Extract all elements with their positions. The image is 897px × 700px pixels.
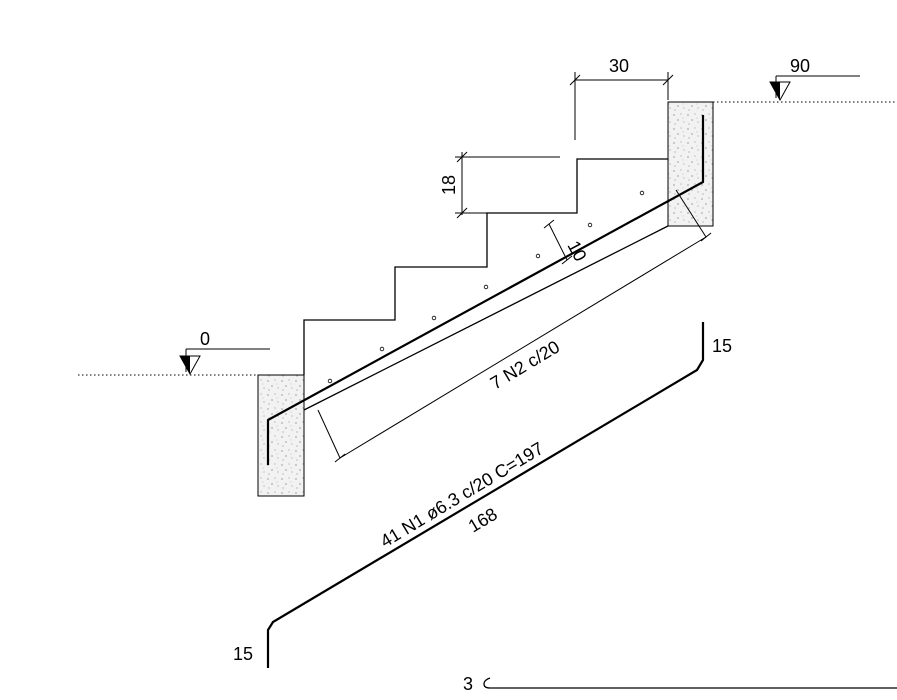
- level-marker-bottom: 0: [179, 329, 270, 376]
- rebar-n1-label: 41 N1 ø6.3 c/20 C=197: [377, 438, 547, 551]
- dimension-slab-thickness: 10: [543, 219, 591, 265]
- rebar-n1-schedule-shape: [266, 322, 705, 668]
- rebar-n1-in-slab: [266, 115, 705, 465]
- level-marker-top: 90: [769, 56, 860, 102]
- rebar-n2-label: 7 N2 c/20: [487, 337, 563, 394]
- dimension-riser: 18: [439, 151, 560, 219]
- top-support-block: [667, 101, 714, 227]
- bottom-support-block: [257, 374, 305, 497]
- bottom-bar-hook-label: 3: [463, 674, 473, 694]
- rebar-n2-dots: [327, 190, 645, 384]
- level-top-label: 90: [790, 56, 810, 76]
- slab-soffit-line: [303, 225, 669, 411]
- rebar-n1-length-label: 168: [465, 504, 501, 537]
- dimension-tread: 30: [569, 56, 674, 140]
- tread-label: 30: [609, 56, 629, 76]
- stair-steps-profile: [303, 158, 668, 375]
- bottom-bar-shape: [483, 677, 897, 689]
- level-bottom-label: 0: [200, 329, 210, 349]
- rebar-n1-hook-bottom-label: 15: [233, 644, 253, 664]
- dimension-rebar-n2: 7 N2 c/20: [317, 189, 712, 463]
- rebar-n1-hook-top-label: 15: [712, 336, 732, 356]
- slab-thickness-label: 10: [563, 237, 590, 264]
- riser-label: 18: [439, 175, 459, 195]
